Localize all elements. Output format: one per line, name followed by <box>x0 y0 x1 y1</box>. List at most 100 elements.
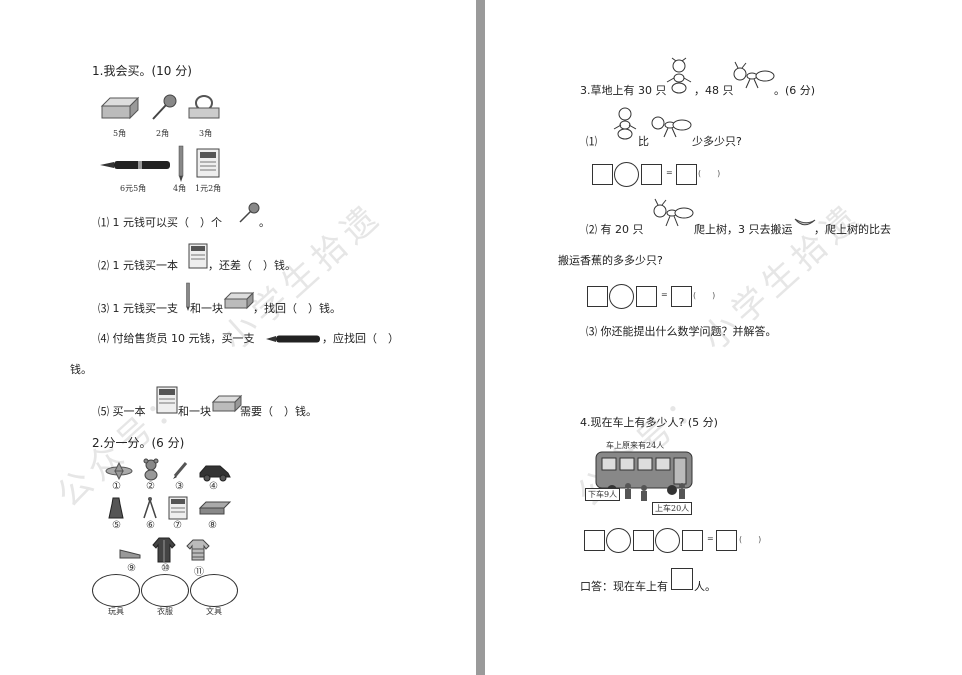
ant-icon <box>733 61 775 89</box>
fountain-pen-icon <box>266 335 320 343</box>
shoe-icon <box>119 549 141 559</box>
pencil-case-icon <box>198 501 232 515</box>
ant-icon <box>666 57 692 94</box>
answer-box[interactable] <box>716 530 737 551</box>
q1-s1-text: ⑴ 1 元钱可以买（ ）个 <box>98 216 222 229</box>
ant-icon <box>613 107 637 140</box>
q1-s4-text: ⑷ 付给售货员 10 元钱，买一支 <box>98 332 255 345</box>
notebook-icon <box>168 496 188 520</box>
price-notebook: 1元2角 <box>195 184 222 193</box>
q1-s2-text: ⑵ 1 元钱买一本 <box>98 259 178 272</box>
q4-answer-unit: 人。 <box>694 580 716 593</box>
answer-box[interactable] <box>592 164 613 185</box>
answer-box[interactable] <box>676 164 697 185</box>
q1-s1-end: 。 <box>259 216 270 229</box>
fountain-pen-icon <box>100 161 170 169</box>
answer-box[interactable] <box>641 164 662 185</box>
answer-box[interactable] <box>671 568 693 590</box>
price-pen: 6元5角 <box>120 184 147 193</box>
sweater-icon <box>186 539 210 561</box>
operator-circle[interactable] <box>609 284 634 309</box>
eraser-icon <box>100 96 140 120</box>
oval-label-stationery: 文具 <box>206 607 222 616</box>
bus-original-label: 车上原来有24人 <box>606 441 665 450</box>
pencil-icon <box>173 462 188 479</box>
q3-s1-text: 少多少只? <box>692 135 742 148</box>
item-num-1: ① <box>112 481 121 492</box>
notebook-icon <box>196 148 220 178</box>
answer-box[interactable] <box>633 530 654 551</box>
item-num-2: ② <box>146 481 155 492</box>
item-num-11: ⑪ <box>194 567 204 578</box>
item-num-7: ⑦ <box>173 520 182 531</box>
unit-paren[interactable]: ( ) <box>739 535 762 544</box>
answer-box[interactable] <box>587 286 608 307</box>
eraser-icon <box>223 291 255 310</box>
bus-down-label: 下车9人 <box>585 488 621 501</box>
q1-s3-end: ，找回（ ）钱。 <box>253 302 341 315</box>
answer-box[interactable] <box>584 530 605 551</box>
operator-circle[interactable] <box>614 162 639 187</box>
pushpin-icon <box>152 94 177 120</box>
toy-plane-icon <box>105 461 133 481</box>
q4-answer-text: 口答：现在车上有 <box>580 580 668 593</box>
sort-oval-clothes[interactable] <box>141 574 189 607</box>
q3-s3-text: ⑶ 你还能提出什么数学问题？并解答。 <box>586 325 777 338</box>
q1-s4-cont: 钱。 <box>70 363 92 376</box>
price-pushpin: 2角 <box>156 129 170 138</box>
answer-box[interactable] <box>682 530 703 551</box>
notebook-icon <box>156 386 178 414</box>
sort-oval-toys[interactable] <box>92 574 140 607</box>
unit-paren[interactable]: ( ) <box>693 291 716 300</box>
ant-icon <box>653 198 694 227</box>
item-num-10: ⑩ <box>161 563 170 574</box>
q3-s1-than: 比 <box>638 135 649 148</box>
operator-circle[interactable] <box>655 528 680 553</box>
q3-s2-text-d: 搬运香蕉的多多少只? <box>558 254 663 267</box>
equals-sign: = <box>707 534 714 543</box>
q4-title: 4.现在车上有多少人? (5 分) <box>580 416 718 429</box>
q3-title-a: 3.草地上有 30 只 <box>580 84 667 97</box>
q1-s4-end: ，应找回（ ） <box>322 332 399 345</box>
q1-s5-mid: 和一块 <box>178 405 211 418</box>
item-num-4: ④ <box>209 481 218 492</box>
price-pencil: 4角 <box>173 184 187 193</box>
pencil-icon <box>178 145 184 182</box>
q1-s3-text: ⑶ 1 元钱买一支 <box>98 302 178 315</box>
q1-s3-mid: 和一块 <box>190 302 223 315</box>
oval-label-clothes: 衣服 <box>157 607 173 616</box>
banana-icon <box>794 218 816 226</box>
q3-title-b: ，48 只 <box>694 84 734 97</box>
compass-icon <box>143 497 157 519</box>
item-num-6: ⑥ <box>146 520 155 531</box>
item-num-3: ③ <box>175 481 184 492</box>
jacket-icon <box>152 537 176 563</box>
page-divider <box>476 0 485 675</box>
toy-car-icon <box>199 465 231 482</box>
item-num-5: ⑤ <box>112 520 121 531</box>
sort-oval-stationery[interactable] <box>190 574 238 607</box>
item-num-9: ⑨ <box>127 563 136 574</box>
q3-s2-text-b: 爬上树，3 只去搬运 <box>694 223 793 236</box>
binder-clip-icon <box>188 95 220 119</box>
dress-icon <box>108 497 124 519</box>
q1-s2-end: ，还差（ ）钱。 <box>208 259 296 272</box>
answer-box[interactable] <box>671 286 692 307</box>
price-eraser: 5角 <box>113 129 127 138</box>
q1-s5-text: ⑸ 买一本 <box>98 405 146 418</box>
q1-title: 1.我会买。(10 分) <box>92 64 192 78</box>
price-clip: 3角 <box>199 129 213 138</box>
q3-title-c: 。(6 分) <box>774 84 816 97</box>
q2-title: 2.分一分。(6 分) <box>92 436 185 450</box>
answer-box[interactable] <box>636 286 657 307</box>
eraser-icon <box>211 394 243 413</box>
equals-sign: = <box>666 168 673 177</box>
oval-label-toys: 玩具 <box>108 607 124 616</box>
unit-paren[interactable]: ( ) <box>698 169 721 178</box>
q3-s2-text-c: ，爬上树的比去 <box>814 223 891 236</box>
operator-circle[interactable] <box>606 528 631 553</box>
ant-icon <box>651 116 692 138</box>
item-num-8: ⑧ <box>208 520 217 531</box>
q3-s2-text-a: ⑵ 有 20 只 <box>586 223 644 236</box>
bus-up-label: 上车20人 <box>652 502 693 515</box>
